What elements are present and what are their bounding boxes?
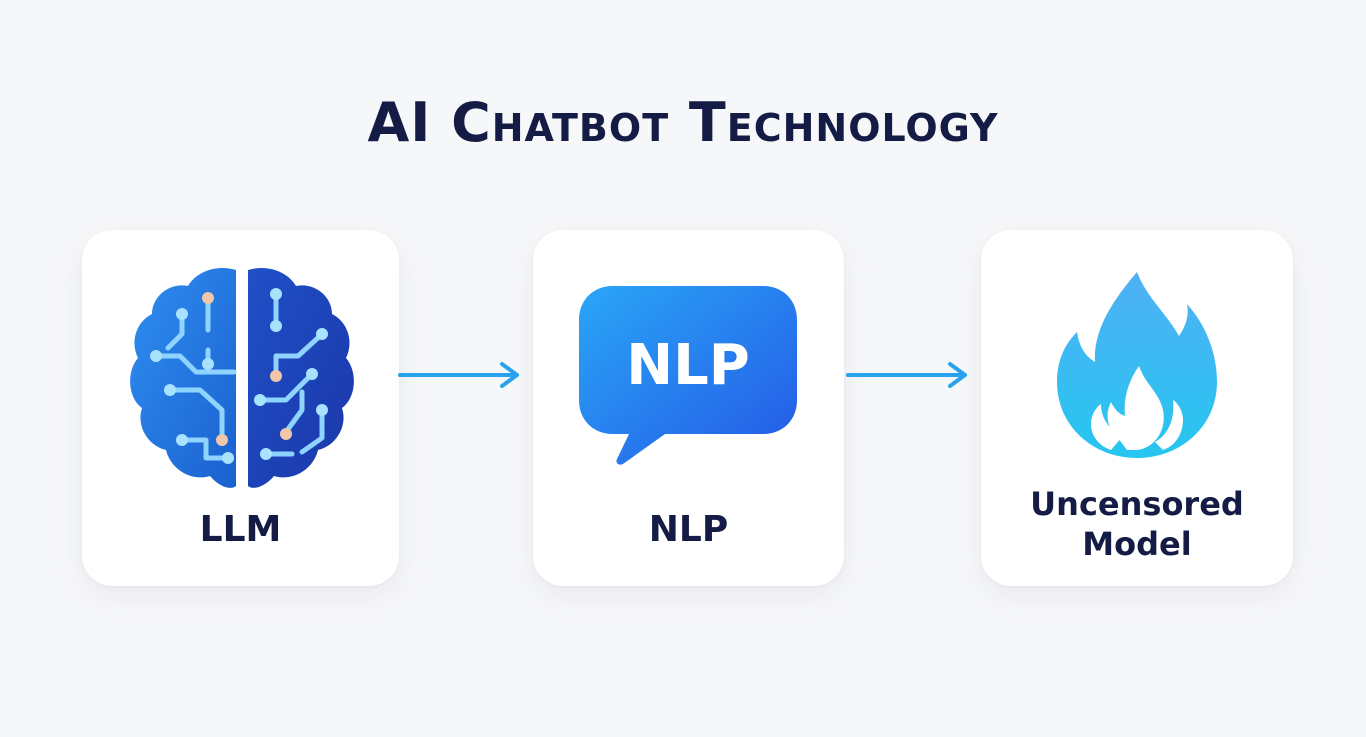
arrow-right-icon [846, 362, 967, 388]
arrow-right-icon [398, 362, 519, 388]
step-card-nlp: NLP NLP [533, 230, 844, 586]
brain-circuit-icon [130, 267, 354, 488]
flame-icon [1057, 272, 1217, 458]
step-label-line-1: Uncensored [1030, 485, 1244, 523]
bubble-text: NLP [626, 333, 750, 398]
speech-bubble-icon [579, 286, 797, 465]
step-label-line-2: Model [1082, 525, 1192, 563]
step-card-llm: LLM [82, 230, 399, 586]
speech-bubble: NLP [577, 282, 799, 468]
page-title: AI Chatbot Technology [367, 91, 999, 154]
step-card-uncensored-model: Uncensored Model [981, 230, 1293, 586]
step-label-uncensored-model: Uncensored Model [981, 484, 1293, 564]
step-label-nlp: NLP [648, 509, 729, 550]
step-label-llm: LLM [199, 509, 282, 550]
